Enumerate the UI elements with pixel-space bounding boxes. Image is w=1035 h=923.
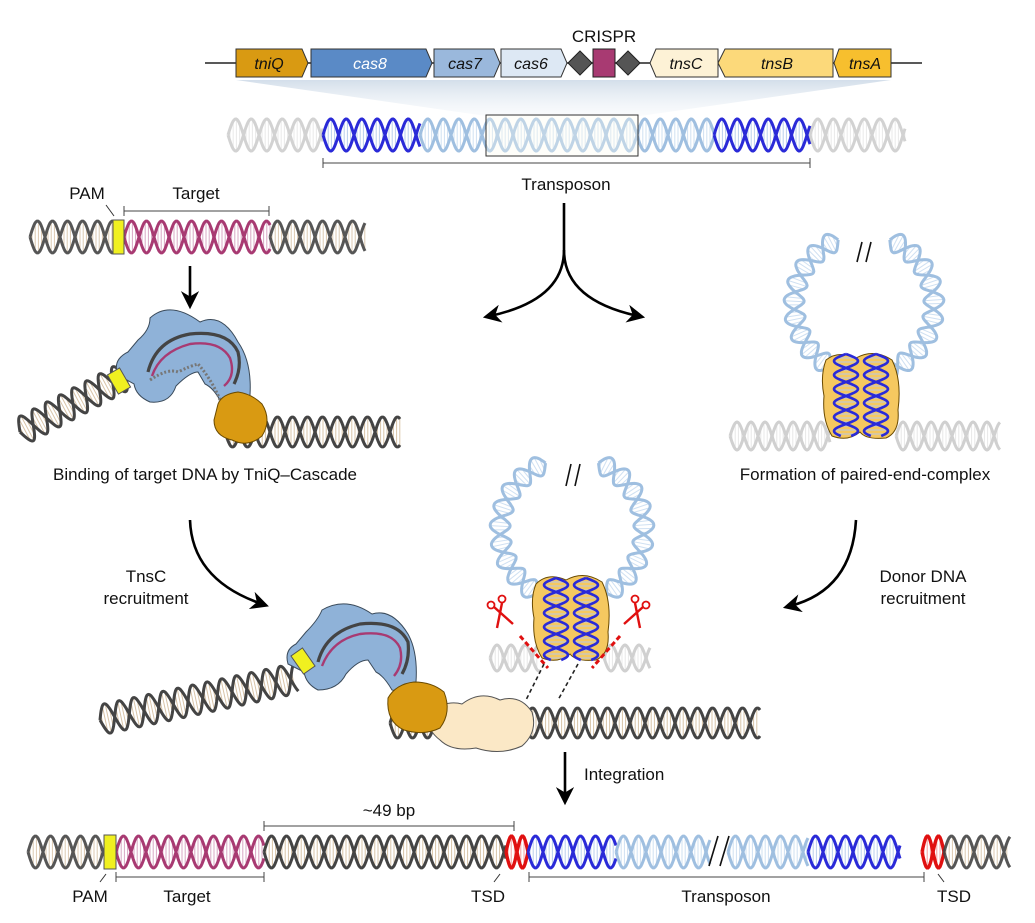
pam-label: PAM — [69, 184, 105, 203]
transposon-bracket-bottom — [529, 872, 924, 882]
transposon-span-bracket — [323, 158, 810, 168]
target-label: Target — [172, 184, 220, 203]
tnsc-recruitment-arrow — [190, 520, 262, 604]
pam-box-bottom — [104, 835, 116, 869]
helix-segment — [922, 836, 944, 868]
target-dna-helix — [30, 221, 365, 253]
helix-segment — [604, 645, 650, 671]
gene-label-cas7: cas7 — [448, 56, 483, 73]
operon: tniQ cas8 cas7 cas6 CRISPR tnsC tnsB tns… — [205, 27, 922, 77]
helix-segment — [728, 836, 808, 868]
left-panel-caption: Binding of target DNA by TniQ–Cascade — [53, 465, 357, 484]
crispr-label: CRISPR — [572, 27, 636, 46]
helix-segment — [730, 422, 830, 450]
helix-segment — [116, 836, 264, 868]
donor-recruitment-label-2: recruitment — [880, 589, 965, 608]
scissors-icon — [624, 596, 650, 629]
integration-label: Integration — [584, 765, 664, 784]
donor-recruitment-label-1: Donor DNA — [880, 567, 968, 586]
tsd-right-label: TSD — [937, 887, 971, 906]
pam-pointer — [106, 205, 114, 216]
pam-pointer-bottom — [100, 874, 106, 882]
helix-segment — [506, 836, 528, 868]
tnsc-recruitment-label-1: TnsC — [126, 567, 167, 586]
split-arrow — [490, 203, 638, 316]
target-label-bottom: Target — [163, 887, 211, 906]
zoom-funnel — [236, 80, 891, 116]
insertion-guide-lines — [526, 664, 578, 700]
helix-segment — [228, 119, 323, 151]
gene-label-tniQ: tniQ — [254, 56, 283, 73]
integration-complex — [97, 458, 760, 752]
gene-label-tnsA: tnsA — [849, 56, 881, 73]
tniq-protein-mid — [388, 682, 447, 733]
operon-region-box — [486, 115, 638, 156]
pam-label-bottom: PAM — [72, 887, 108, 906]
tnsab-protein — [822, 353, 899, 438]
crispr-spacer — [593, 49, 615, 77]
target-span-bracket — [124, 206, 269, 216]
tsd-pointer-right — [938, 874, 944, 882]
donor-recruitment-arrow — [790, 520, 856, 606]
tsd-pointer-left — [494, 874, 500, 882]
helix-segment — [808, 836, 900, 868]
tniq-protein — [214, 392, 267, 443]
helix-segment — [810, 119, 905, 151]
crispr-repeat — [616, 51, 640, 75]
crispr-repeat — [568, 51, 592, 75]
gene-label-tnsB: tnsB — [761, 56, 793, 73]
gene-label-cas6: cas6 — [514, 56, 548, 73]
helix-segment — [264, 836, 506, 868]
distance-bracket — [264, 821, 514, 831]
break-mark — [857, 242, 871, 262]
tsd-left-label: TSD — [471, 887, 505, 906]
helix-segment — [270, 221, 365, 253]
pam-box — [113, 220, 124, 254]
helix-segment — [28, 836, 104, 868]
distance-label: ~49 bp — [363, 801, 415, 820]
transposon-label: Transposon — [521, 175, 610, 194]
break-mark-bottom — [709, 836, 729, 866]
target-bracket-bottom — [116, 872, 264, 882]
integrated-dna-helix — [28, 836, 1010, 868]
break-mark-mid — [566, 464, 580, 486]
tniq-cascade-complex — [13, 310, 400, 447]
tnsc-recruitment-label-2: recruitment — [103, 589, 188, 608]
cascade-protein-mid — [287, 604, 416, 691]
helix-segment — [124, 221, 270, 253]
helix-segment — [528, 836, 616, 868]
helix-segment — [616, 836, 710, 868]
helix-segment — [944, 836, 1010, 868]
paired-end-complex — [730, 234, 1000, 450]
gene-label-cas8: cas8 — [353, 56, 387, 73]
transposon-label-bottom: Transposon — [681, 887, 770, 906]
scissors-icon — [488, 596, 514, 629]
gene-label-tnsC: tnsC — [670, 56, 703, 73]
helix-segment — [323, 119, 420, 151]
right-panel-caption: Formation of paired-end-complex — [740, 465, 991, 484]
helix-segment — [896, 422, 1000, 450]
helix-segment — [97, 664, 299, 735]
tnsab-protein-mid — [532, 575, 609, 660]
helix-segment — [714, 119, 810, 151]
helix-segment — [30, 221, 113, 253]
